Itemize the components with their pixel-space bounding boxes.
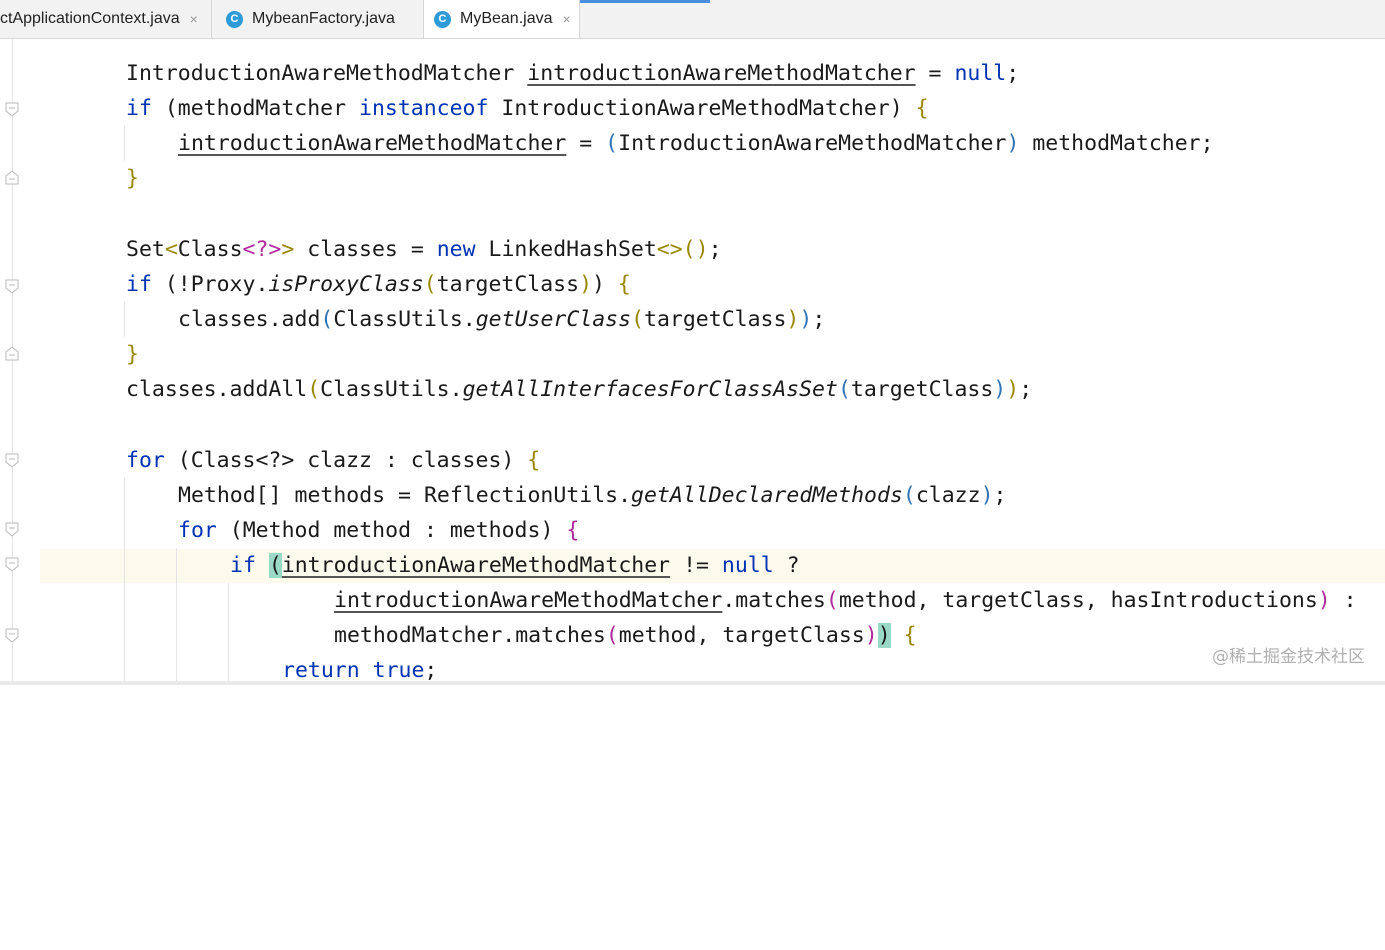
horizontal-scrollbar[interactable] [0,681,1385,685]
tab-label: MybeanFactory.java [252,10,395,27]
indent-guide [228,583,229,685]
code-line-6: if (!Proxy.isProxyClass(targetClass)) { [126,272,631,297]
indent-guide [124,126,125,161]
tab-label: MyBean.java [460,10,553,27]
code-line-16: return true; [282,658,438,683]
code-line-3: introductionAwareMethodMatcher = (Introd… [178,131,1214,156]
code-line-10: for (Class<?> clazz : classes) { [126,448,541,473]
indent-guide [124,478,125,685]
code-editor[interactable]: IntroductionAwareMethodMatcher introduct… [0,0,1385,685]
fold-close-icon[interactable] [5,346,19,361]
indent-guide [176,548,177,685]
indent-guide [124,302,125,337]
code-line-4: } [126,166,139,191]
active-tab-accent [560,0,710,3]
fold-open-icon[interactable] [5,453,19,468]
tab-mybean[interactable]: C MyBean.java × [424,0,580,38]
close-icon[interactable]: × [189,11,198,27]
fold-close-icon[interactable] [5,170,19,185]
fold-open-icon[interactable] [5,522,19,537]
editor-tab-bar: ctApplicationContext.java × C MybeanFact… [0,0,1385,39]
class-icon: C [226,10,243,28]
tab-label: ctApplicationContext.java [0,10,180,27]
code-line-15: methodMatcher.matches(method, targetClas… [334,623,917,648]
code-line-11: Method[] methods = ReflectionUtils.getAl… [178,483,1007,508]
class-icon: C [434,10,451,28]
editor-gutter [0,39,40,685]
close-icon[interactable]: × [562,11,571,27]
code-line-7: classes.add(ClassUtils.getUserClass(targ… [178,307,826,332]
code-line-14: introductionAwareMethodMatcher.matches(m… [334,588,1357,613]
code-line-5: Set<Class<?>> classes = new LinkedHashSe… [126,237,722,262]
gutter-separator [12,39,13,685]
code-line-2: if (methodMatcher instanceof Introductio… [126,96,929,121]
code-line-1: IntroductionAwareMethodMatcher introduct… [126,61,1020,86]
fold-open-icon[interactable] [5,557,19,572]
fold-open-icon[interactable] [5,628,19,643]
code-line-9: classes.addAll(ClassUtils.getAllInterfac… [126,377,1033,402]
code-line-12: for (Method method : methods) { [178,518,580,543]
fold-open-icon[interactable] [5,102,19,117]
tab-abstract-application-context[interactable]: ctApplicationContext.java × [0,0,212,38]
code-line-8: } [126,342,139,367]
caret-line-highlight [0,549,1385,583]
code-line-13: if (introductionAwareMethodMatcher != nu… [230,553,800,578]
fold-open-icon[interactable] [5,279,19,294]
tab-mybean-factory[interactable]: C MybeanFactory.java [212,0,424,38]
watermark: @稀土掘金技术社区 [1212,647,1365,667]
